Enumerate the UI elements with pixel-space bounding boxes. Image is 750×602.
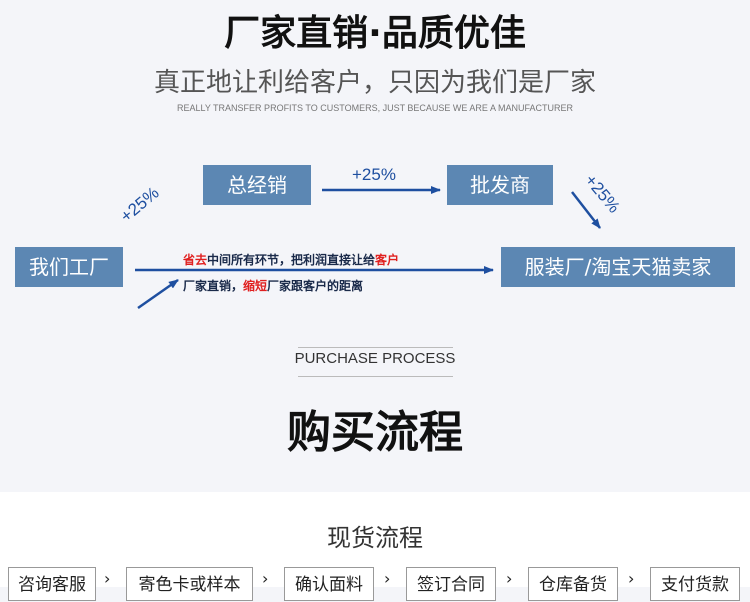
- section-title: 购买流程: [287, 407, 463, 458]
- process-title: 现货流程: [327, 524, 423, 552]
- percent-label-top: +25%: [352, 165, 396, 184]
- process-step-4: 签订合同: [406, 567, 496, 601]
- note-shorten-distance: 厂家直销，缩短厂家跟客户的距离: [183, 277, 363, 294]
- section-bottom-line: [298, 376, 453, 377]
- process-panel: [0, 492, 750, 587]
- note1-red-end: 客户: [375, 253, 400, 267]
- box-buyers: 服装厂/淘宝天猫卖家: [501, 247, 735, 287]
- arrow-wholesale-down: [571, 191, 601, 229]
- process-step-6: 支付货款: [650, 567, 740, 601]
- process-step-5: 仓库备货: [528, 567, 618, 601]
- box-our-factory: 我们工厂: [15, 247, 123, 287]
- flow-arrows: [135, 186, 601, 310]
- box-wholesaler: 批发商: [447, 165, 553, 205]
- box-general-distributor: 总经销: [203, 165, 311, 205]
- note2-end: 厂家跟客户的距离: [267, 279, 364, 293]
- note-save-steps: 省去中间所有环节，把利润直接让给客户: [183, 251, 399, 268]
- note2-red: 缩短: [243, 279, 268, 293]
- main-title: 厂家直销·品质优佳: [224, 13, 526, 54]
- process-step-1: 咨询客服: [8, 567, 96, 601]
- process-step-3: 确认面料: [284, 567, 374, 601]
- chevron-right-icon: ›: [262, 569, 269, 588]
- note1-middle: 中间所有环节，把利润直接让给: [207, 253, 376, 267]
- arrow-up-right: [137, 278, 179, 310]
- main-subtitle: 真正地让利给客户，只因为我们是厂家: [153, 68, 596, 98]
- section-title-en: PURCHASE PROCESS: [294, 350, 456, 367]
- chevron-right-icon: ›: [628, 569, 635, 588]
- chevron-right-icon: ›: [104, 569, 111, 588]
- chevron-right-icon: ›: [506, 569, 513, 588]
- section-top-line: [298, 347, 453, 348]
- chevron-right-icon: ›: [384, 569, 391, 588]
- note2-start: 厂家直销，: [183, 279, 244, 293]
- process-step-2: 寄色卡或样本: [126, 567, 253, 601]
- main-subtitle-en: REALLY TRANSFER PROFITS TO CUSTOMERS, JU…: [177, 103, 573, 113]
- note1-red-start: 省去: [183, 253, 208, 267]
